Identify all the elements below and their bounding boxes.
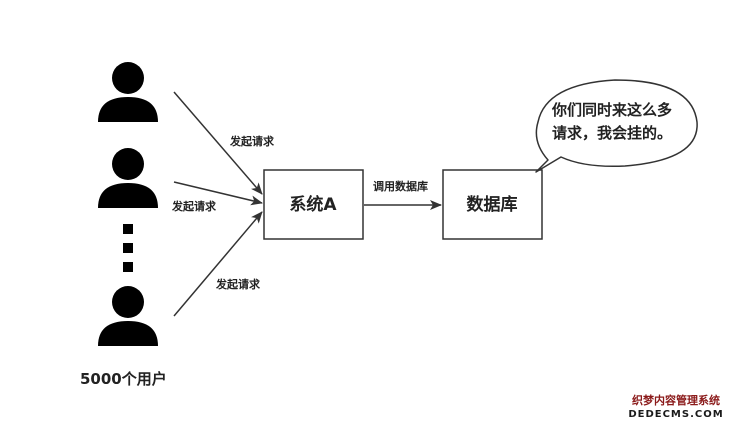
watermark-line-1: 织梦内容管理系统 [632, 393, 720, 407]
system-label: 系统A [289, 194, 337, 215]
database-label: 数据库 [467, 194, 518, 215]
person-icon [98, 62, 158, 122]
request-arrow [173, 181, 263, 206]
watermark-line-2: DEDECMS.COM [628, 409, 723, 420]
ellipsis-dots [123, 224, 133, 272]
watermark-logo: 织梦内容管理系统 DEDECMS.COM [628, 393, 723, 420]
system-box [263, 169, 364, 240]
request-arrow [173, 211, 263, 317]
call-label: 调用数据库 [373, 179, 428, 193]
person-icon [98, 148, 158, 208]
request-arrow [173, 91, 263, 195]
speech-bubble [535, 79, 698, 173]
request-label: 发起请求 [171, 199, 217, 213]
database-box [442, 169, 543, 240]
users-label: 5000个用户 [80, 370, 167, 388]
request-label: 发起请求 [229, 134, 275, 148]
request-label: 发起请求 [215, 277, 261, 291]
bubble-line-2: 请求，我会挂的。 [552, 124, 672, 142]
person-icon [98, 286, 158, 346]
bubble-line-1: 你们同时来这么多 [551, 101, 672, 119]
